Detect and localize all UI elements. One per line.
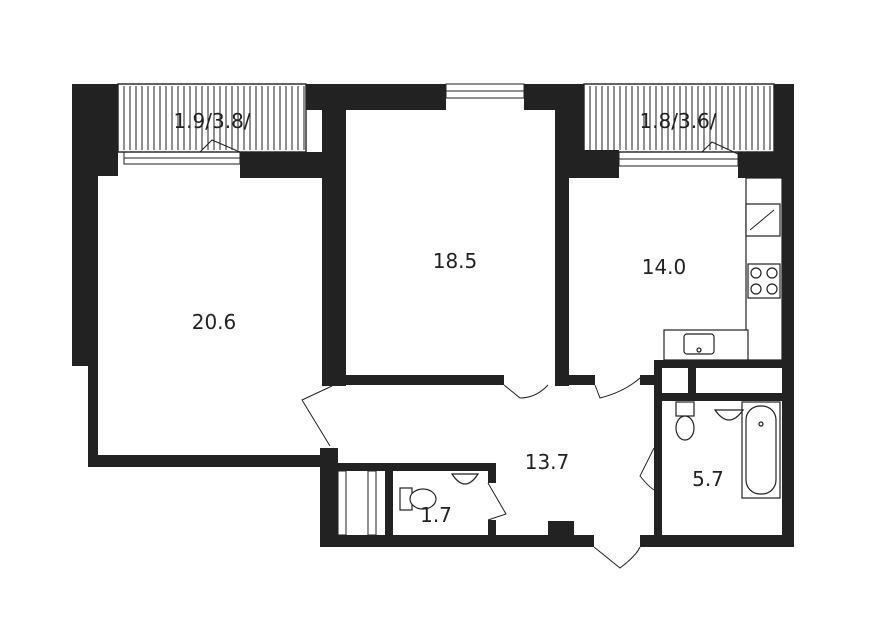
interior-walls <box>320 84 794 547</box>
bathroom-area: 5.7 <box>692 467 724 491</box>
toilet-fixtures <box>399 473 480 511</box>
bathroom-fixtures <box>675 401 781 499</box>
exterior-walls <box>72 84 794 547</box>
balcony-left-area: 1.9/3.8/ <box>173 109 250 133</box>
toilet-area: 1.7 <box>420 503 452 527</box>
windows <box>123 83 739 167</box>
bedroom-area: 18.5 <box>433 249 478 273</box>
kitchen-fixtures <box>663 177 783 361</box>
living-room-area: 20.6 <box>192 310 237 334</box>
balcony-left <box>117 83 307 153</box>
kitchen-area: 14.0 <box>642 255 687 279</box>
balcony-right-area: 1.8/3.6/ <box>639 109 716 133</box>
doors <box>199 139 739 569</box>
hallway-area: 13.7 <box>525 450 570 474</box>
